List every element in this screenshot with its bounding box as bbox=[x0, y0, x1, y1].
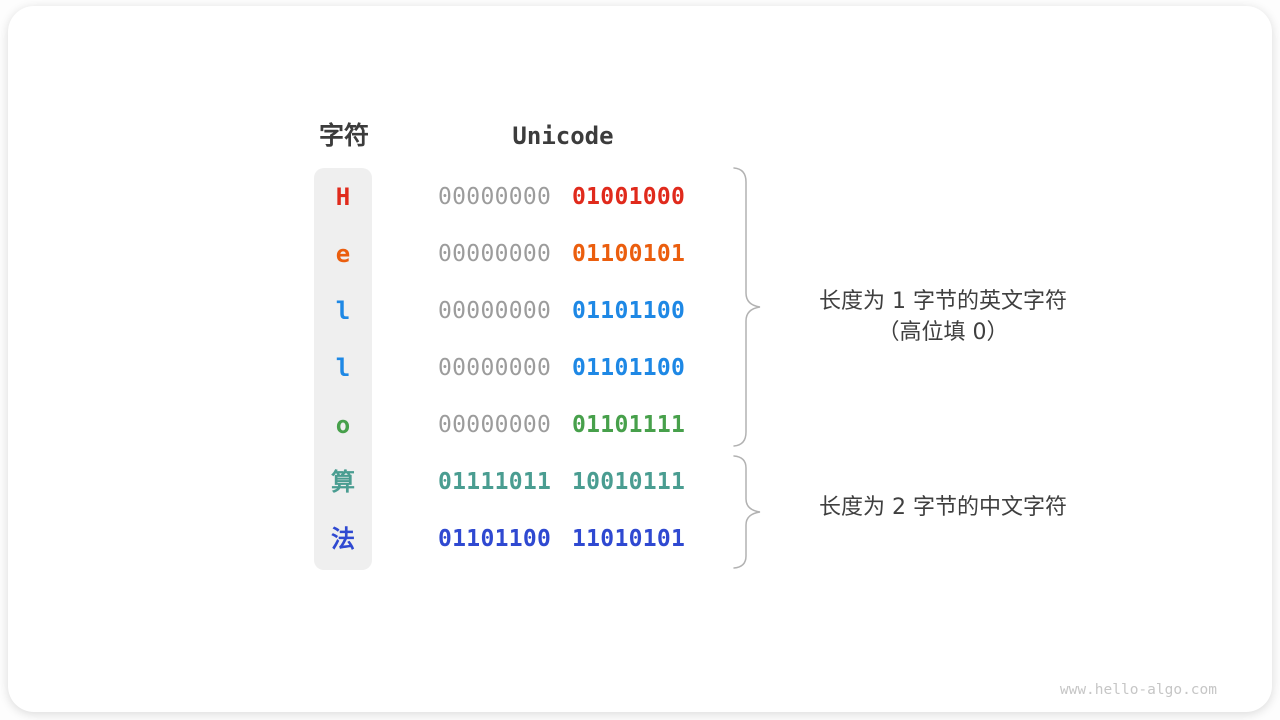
byte-high: 01111011 bbox=[438, 469, 552, 495]
byte-low: 01100101 bbox=[572, 241, 686, 267]
char-cell: l bbox=[335, 354, 351, 382]
char-cell: 法 bbox=[331, 525, 355, 553]
byte-high: 00000000 bbox=[438, 241, 552, 267]
table-row: l 00000000 01101100 bbox=[8, 340, 1280, 396]
byte-high: 01101100 bbox=[438, 526, 552, 552]
char-cell: e bbox=[335, 240, 351, 268]
figure-card: 字符 Unicode H 00000000 01001000 e 0000000… bbox=[8, 6, 1272, 712]
table-row: o 00000000 01101111 bbox=[8, 397, 1280, 453]
char-cell: o bbox=[335, 411, 351, 439]
byte-low: 01101111 bbox=[572, 412, 686, 438]
table-row: e 00000000 01100101 bbox=[8, 226, 1280, 282]
byte-low: 01101100 bbox=[572, 298, 686, 324]
table-row: H 00000000 01001000 bbox=[8, 169, 1280, 225]
annotation-line: 长度为 1 字节的英文字符 bbox=[819, 289, 1067, 314]
byte-high: 00000000 bbox=[438, 355, 552, 381]
char-cell: H bbox=[335, 183, 351, 211]
char-column-background bbox=[314, 168, 372, 570]
byte-low: 10010111 bbox=[572, 469, 686, 495]
byte-high: 00000000 bbox=[438, 184, 552, 210]
annotation-english-chars: 长度为 1 字节的英文字符 （高位填 0） bbox=[783, 286, 1103, 348]
table-row: 算 01111011 10010111 bbox=[8, 454, 1280, 510]
table-row: l 00000000 01101100 bbox=[8, 283, 1280, 339]
table-row: 法 01101100 11010101 bbox=[8, 511, 1280, 567]
annotation-chinese-chars: 长度为 2 字节的中文字符 bbox=[783, 492, 1103, 523]
char-cell: 算 bbox=[331, 468, 355, 496]
byte-low: 11010101 bbox=[572, 526, 686, 552]
byte-low: 01101100 bbox=[572, 355, 686, 381]
annotation-line: 长度为 2 字节的中文字符 bbox=[819, 495, 1067, 520]
char-cell: l bbox=[335, 297, 351, 325]
annotation-line: （高位填 0） bbox=[877, 320, 1009, 345]
byte-high: 00000000 bbox=[438, 298, 552, 324]
column-header-unicode: Unicode bbox=[512, 122, 614, 150]
byte-high: 00000000 bbox=[438, 412, 552, 438]
byte-low: 01001000 bbox=[572, 184, 686, 210]
column-header-char: 字符 bbox=[318, 121, 369, 150]
watermark-url: www.hello-algo.com bbox=[1059, 682, 1217, 698]
